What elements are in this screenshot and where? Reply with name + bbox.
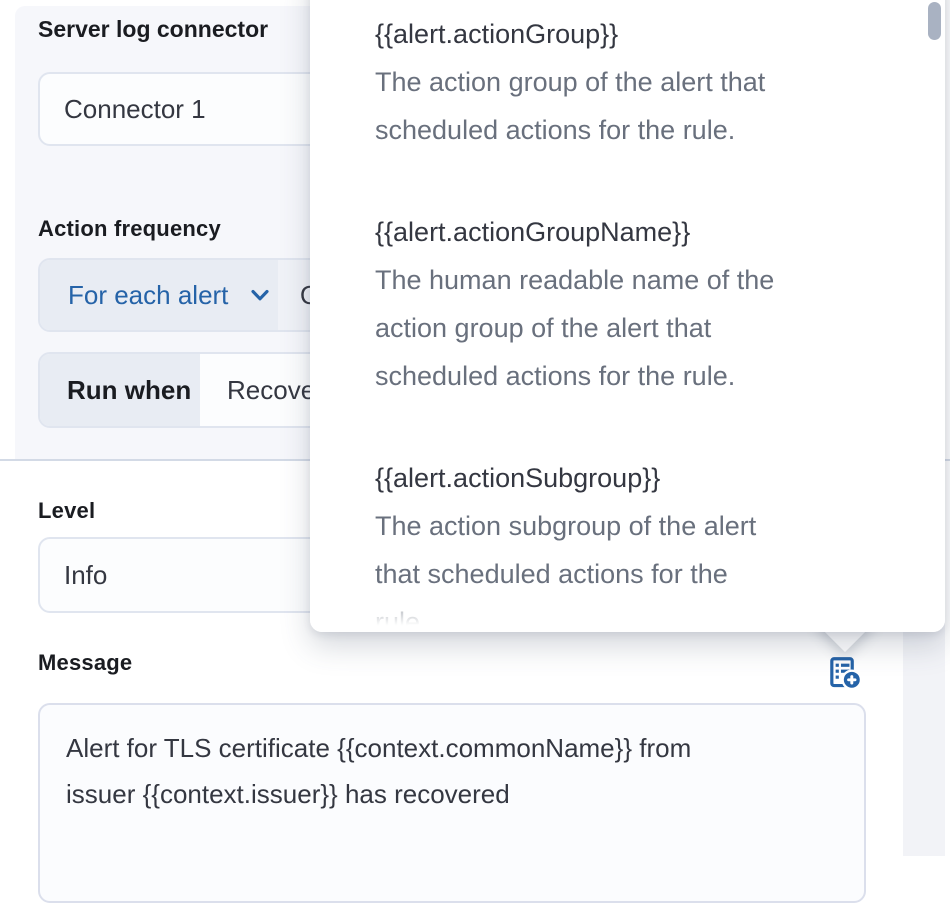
add-message-variable-button[interactable] xyxy=(826,654,864,692)
chevron-down-icon xyxy=(246,281,274,309)
variable-name: {{alert.actionGroup}} xyxy=(375,19,619,49)
frequency-select-value: For each alert xyxy=(68,279,229,310)
variable-description: The action subgroup of the alert that sc… xyxy=(375,511,757,632)
variable-name: {{alert.actionGroupName}} xyxy=(375,217,691,247)
action-frequency-label: Action frequency xyxy=(38,216,221,241)
run-when-label-box: Run when xyxy=(40,354,200,426)
level-label: Level xyxy=(38,498,96,523)
variable-item[interactable]: {{alert.actionGroup}} The action group o… xyxy=(375,10,875,154)
message-label: Message xyxy=(38,650,133,675)
variable-item[interactable]: {{alert.actionSubgroup}} The action subg… xyxy=(375,454,875,632)
add-variable-icon xyxy=(828,656,862,690)
connector-select-value: Connector 1 xyxy=(64,93,206,124)
variable-item[interactable]: {{alert.actionGroupName}} The human read… xyxy=(375,208,875,400)
variable-description: The human readable name of the action gr… xyxy=(375,265,775,391)
variable-description: The action group of the alert that sched… xyxy=(375,67,766,145)
variable-name: {{alert.actionSubgroup}} xyxy=(375,463,661,493)
popover-scrollbar-thumb[interactable] xyxy=(928,2,941,40)
level-select-value: Info xyxy=(64,559,108,590)
message-textarea[interactable]: Alert for TLS certificate {{context.comm… xyxy=(38,703,866,903)
run-when-label: Run when xyxy=(67,374,192,405)
variables-popover: {{alert.actionGroup}} The action group o… xyxy=(310,0,945,632)
action-panel-title: Server log connector xyxy=(38,16,269,42)
frequency-select[interactable]: For each alert xyxy=(40,260,278,330)
